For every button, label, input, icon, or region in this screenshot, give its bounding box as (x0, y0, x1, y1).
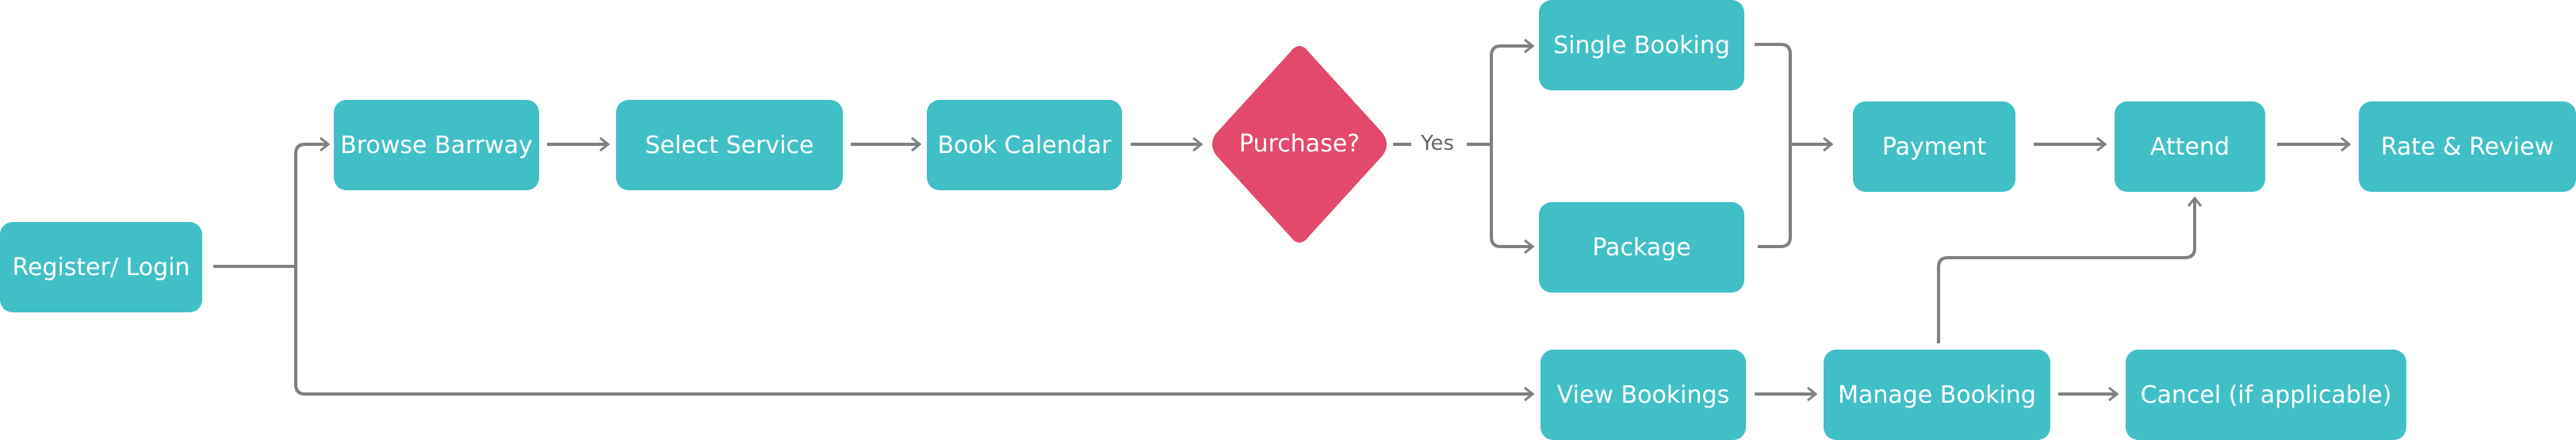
node-single-booking[interactable]: Single Booking (1539, 0, 1744, 90)
node-browse-barrway[interactable]: Browse Barrway (334, 100, 539, 190)
node-book-calendar[interactable]: Book Calendar (927, 100, 1122, 190)
decision-purchase-shape (1212, 46, 1387, 243)
node-label: Payment (1881, 132, 1987, 161)
node-label: Select Service (645, 131, 814, 159)
connector-to-single (1490, 46, 1533, 144)
node-label: Browse Barrway (340, 131, 533, 159)
node-payment[interactable]: Payment (1853, 101, 2015, 192)
node-cancel[interactable]: Cancel (if applicable) (2126, 350, 2406, 440)
node-label: View Bookings (1556, 381, 1730, 409)
connector-to-package (1490, 144, 1533, 247)
node-label: Attend (2149, 132, 2230, 161)
node-attend[interactable]: Attend (2115, 101, 2265, 192)
node-rate-review[interactable]: Rate & Review (2359, 101, 2576, 192)
node-label: Rate & Review (2380, 132, 2555, 161)
connector-to-view-bookings (294, 266, 1533, 394)
node-select-service[interactable]: Select Service (616, 100, 843, 190)
edge-label-yes: Yes (1421, 132, 1454, 155)
node-label: Register/ Login (12, 253, 190, 281)
node-label: Manage Booking (1838, 381, 2036, 409)
node-label: Package (1592, 233, 1691, 262)
connector-single-merge (1755, 43, 1792, 248)
node-label: Book Calendar (937, 131, 1112, 159)
connector-to-browse (294, 144, 328, 266)
node-package[interactable]: Package (1539, 202, 1744, 293)
node-manage-booking[interactable]: Manage Booking (1824, 350, 2050, 440)
node-register-login[interactable]: Register/ Login (0, 222, 202, 312)
node-label: Cancel (if applicable) (2140, 381, 2392, 409)
connector-manage-attend (1937, 198, 2195, 343)
node-view-bookings[interactable]: View Bookings (1541, 350, 1746, 440)
node-label: Single Booking (1553, 31, 1730, 59)
decision-purchase-label[interactable]: Purchase? (1238, 130, 1361, 158)
